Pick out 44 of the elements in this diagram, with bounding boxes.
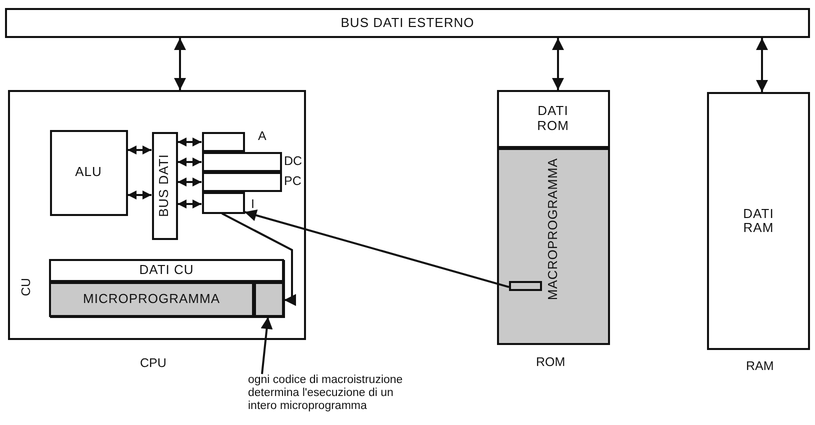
box-label: ALU	[75, 165, 102, 180]
component-label: A	[258, 130, 266, 144]
component-label: I	[251, 198, 254, 212]
note-text: ogni codice di macroistruzione determina l'esecuzione di un intero microprogramma	[248, 374, 404, 414]
arrow	[178, 158, 202, 166]
box-label: BUS DATI	[157, 154, 172, 217]
arrow	[178, 200, 202, 208]
component-label: PC	[284, 175, 302, 189]
microprogram-band	[49, 282, 254, 317]
component-label: CU	[20, 278, 34, 296]
alu-box	[50, 130, 128, 216]
register-box	[202, 192, 244, 214]
bus-bar	[152, 132, 178, 240]
box-label: MICROPROGRAMMA	[83, 292, 220, 307]
arrow	[222, 212, 296, 306]
arrow	[174, 38, 186, 90]
register-box	[202, 172, 282, 192]
microcode-cell	[254, 282, 284, 317]
bus-bar	[5, 8, 810, 38]
data-band	[49, 259, 284, 282]
arrow	[178, 178, 202, 186]
arrow	[260, 316, 273, 374]
arrow	[128, 146, 152, 154]
control-unit-box	[50, 260, 284, 318]
arrow	[178, 138, 202, 146]
component-label: ROM	[536, 356, 566, 370]
arrow	[244, 210, 510, 288]
instruction-cell	[509, 281, 542, 291]
arrow	[756, 38, 768, 92]
cpu-box	[8, 90, 306, 340]
component-label: CPU	[140, 357, 166, 371]
component-label: RAM	[746, 360, 774, 374]
box-label: DATI ROM	[536, 104, 570, 133]
macroprogram-band	[496, 148, 610, 344]
box-label: BUS DATI ESTERNO	[340, 16, 474, 30]
box-label: DATI RAM	[742, 206, 775, 236]
box-label: MACROPROGRAMMA	[546, 158, 560, 300]
component-label: DC	[284, 155, 302, 169]
ram-box	[707, 92, 810, 350]
arrow	[552, 38, 564, 90]
box-label: DATI CU	[139, 263, 194, 278]
register-box	[202, 132, 244, 152]
arrow	[128, 190, 152, 200]
register-box	[202, 152, 282, 172]
